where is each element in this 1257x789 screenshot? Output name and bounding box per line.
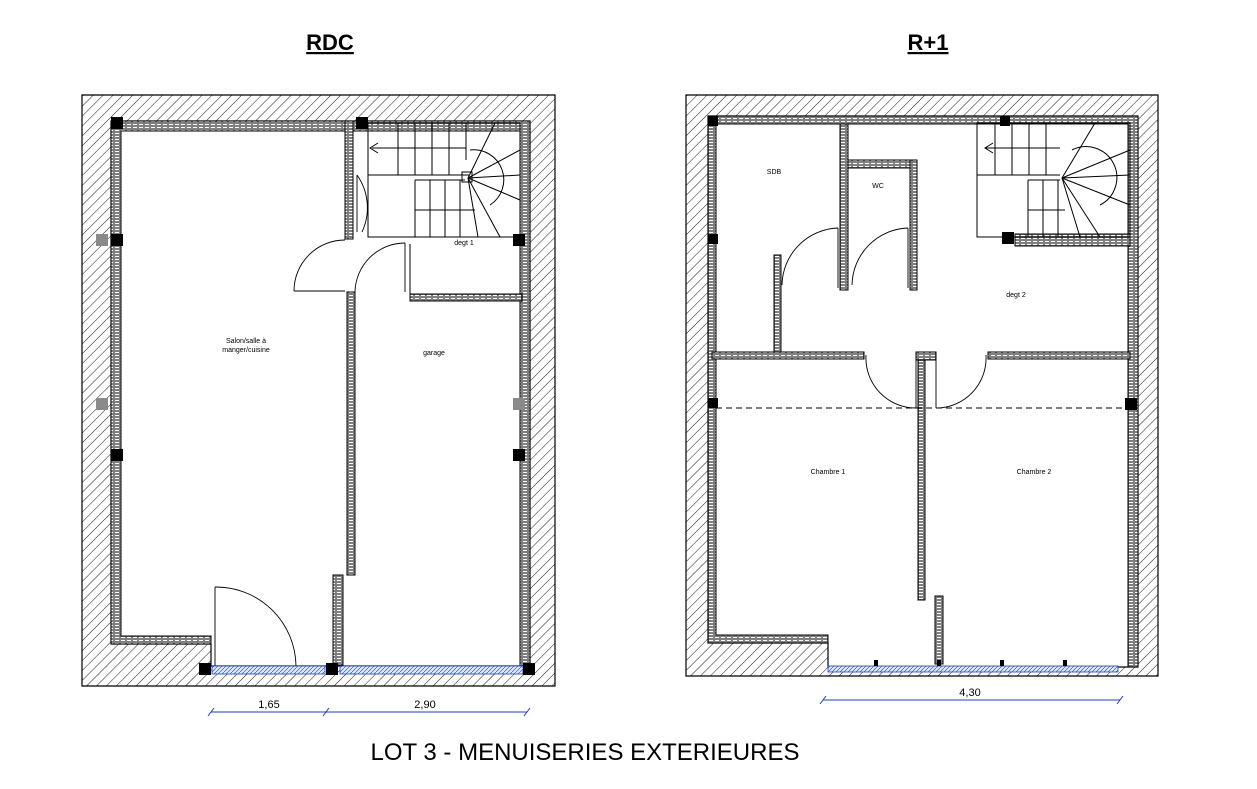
plan-r1: R+1 bbox=[685, 30, 1159, 705]
door-chambre2[interactable] bbox=[935, 354, 987, 409]
post bbox=[937, 660, 941, 666]
partition-wc-top bbox=[847, 159, 917, 169]
exterior-wall-rdc bbox=[81, 94, 556, 687]
partition-wc-right bbox=[909, 159, 918, 291]
stair-landing-wall bbox=[1014, 233, 1131, 247]
post bbox=[708, 398, 718, 408]
room-label-degt1: degt 1 bbox=[454, 240, 474, 247]
post bbox=[513, 234, 525, 246]
dimension-label: 2,90 bbox=[414, 699, 435, 711]
room-label-chambre2: Chambre 2 bbox=[1017, 469, 1052, 476]
post bbox=[356, 117, 368, 129]
partition-chambres bbox=[917, 359, 926, 601]
partition-wall-upper bbox=[344, 120, 354, 240]
post-grey bbox=[96, 234, 108, 246]
post-grey bbox=[513, 398, 525, 410]
partition-horizontal-right bbox=[987, 351, 1131, 360]
partition-chambres-lower bbox=[934, 595, 944, 665]
window-salon bbox=[211, 665, 326, 675]
dimension-label: 1,65 bbox=[258, 699, 279, 711]
post bbox=[111, 117, 123, 129]
post bbox=[1063, 660, 1067, 666]
dimension-line-r1: 4,30 bbox=[819, 687, 1124, 705]
door-salon-degt[interactable] bbox=[293, 239, 346, 292]
partition-wall-lower bbox=[332, 574, 344, 666]
partition-horizontal-left bbox=[711, 351, 865, 360]
staircase-rdc bbox=[367, 122, 521, 238]
post bbox=[1000, 116, 1010, 126]
degt-wall bbox=[409, 293, 523, 302]
post bbox=[708, 234, 718, 244]
room-label-salon: Salon/salle à bbox=[226, 338, 266, 345]
post bbox=[523, 663, 535, 675]
dimension-label: 4,30 bbox=[959, 687, 980, 699]
partition-center-top bbox=[915, 351, 937, 361]
partition-wall-middle bbox=[346, 291, 356, 576]
room-label-chambre1: Chambre 1 bbox=[811, 469, 846, 476]
post bbox=[1125, 398, 1137, 410]
dimension-line-rdc: 1,65 2,90 bbox=[207, 699, 531, 717]
staircase-r1 bbox=[976, 122, 1131, 238]
room-label-wc: WC bbox=[872, 183, 884, 190]
room-label-sdb: SDB bbox=[767, 169, 782, 176]
door-chambre1[interactable] bbox=[865, 354, 917, 409]
post bbox=[708, 116, 718, 126]
post bbox=[874, 660, 878, 666]
post bbox=[199, 663, 211, 675]
post bbox=[1002, 232, 1014, 244]
interior-lining-rdc bbox=[110, 120, 531, 667]
door-wc[interactable] bbox=[851, 227, 909, 288]
plan-rdc: RDC bbox=[81, 30, 556, 717]
door-stair-closet[interactable] bbox=[356, 174, 368, 233]
room-label-garage: garage bbox=[423, 350, 445, 357]
post-grey bbox=[96, 398, 108, 410]
window-garage bbox=[339, 665, 524, 675]
door-sdb[interactable] bbox=[781, 227, 839, 288]
plan-title-r1: R+1 bbox=[908, 30, 949, 55]
post bbox=[513, 449, 525, 461]
post bbox=[326, 663, 338, 675]
room-label-salon-2: manger/cuisine bbox=[222, 347, 270, 354]
partition-sdb-lower bbox=[773, 254, 782, 356]
door-garage-degt[interactable] bbox=[354, 242, 406, 293]
post bbox=[1000, 660, 1004, 666]
window-chambres bbox=[827, 665, 1119, 673]
post bbox=[111, 449, 123, 461]
room-label-degt2: degt 2 bbox=[1006, 292, 1026, 299]
entrance-door-rdc[interactable] bbox=[214, 586, 297, 667]
plan-title-rdc: RDC bbox=[306, 30, 354, 55]
plan-caption: LOT 3 - MENUISERIES EXTERIEURES bbox=[371, 739, 800, 766]
partition-sdb-wc bbox=[839, 123, 849, 291]
post bbox=[111, 234, 123, 246]
